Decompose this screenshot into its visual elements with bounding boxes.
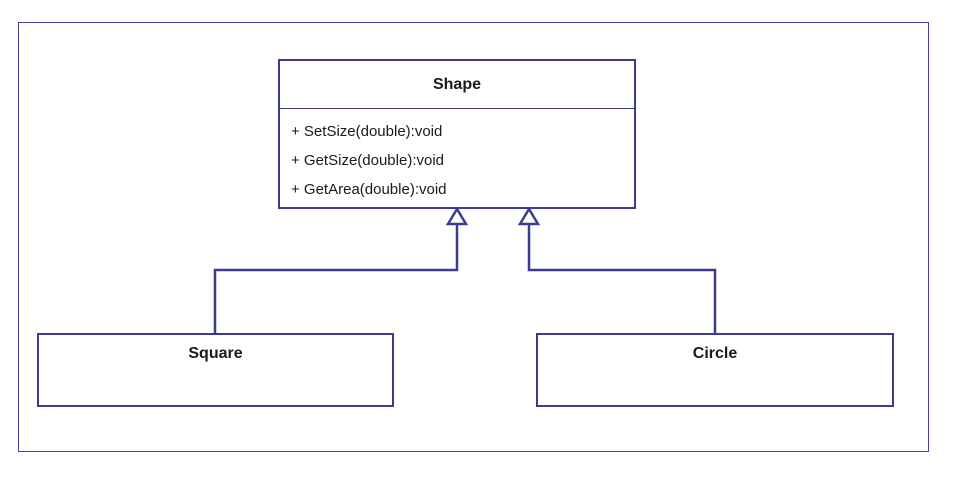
- method-getarea: + GetArea(double):void: [291, 181, 447, 198]
- method-getsize: + GetSize(double):void: [291, 152, 445, 169]
- class-square-name: Square: [188, 345, 243, 362]
- class-shape-name-compartment: Shape: [280, 61, 634, 109]
- class-shape[interactable]: Shape + SetSize(double):void + GetSize(d…: [278, 59, 636, 209]
- class-circle-name: Circle: [692, 345, 738, 362]
- class-shape-methods: + SetSize(double):void + GetSize(double)…: [280, 109, 634, 204]
- class-shape-name: Shape: [432, 75, 481, 93]
- class-circle[interactable]: Circle: [536, 333, 894, 407]
- class-square[interactable]: Square: [37, 333, 394, 407]
- method-setsize: + SetSize(double):void: [291, 123, 443, 140]
